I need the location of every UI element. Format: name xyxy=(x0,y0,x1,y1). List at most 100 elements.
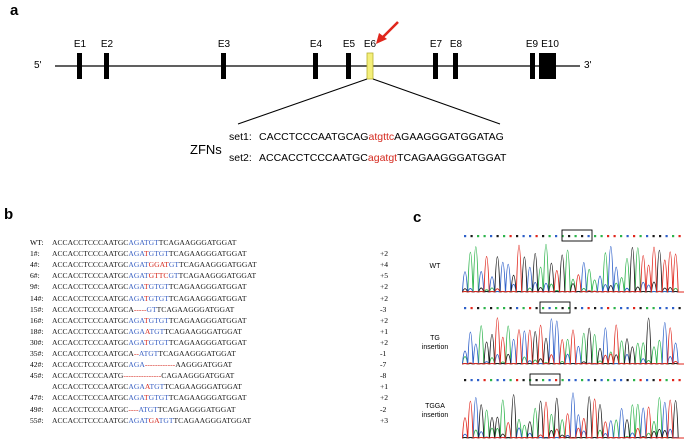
sequence-segment: TCAGAAGGGATGGAT xyxy=(156,304,235,314)
sequence-segment: GTGT xyxy=(148,282,169,292)
base-call-dot xyxy=(672,235,675,238)
panel-b-label: b xyxy=(4,206,14,223)
trace-tg-line1: TG xyxy=(430,335,440,342)
base-call-dot xyxy=(516,307,519,310)
target-arrow-head xyxy=(376,33,387,44)
alignment-row: 1#:ACCACCTCCCAATGCAGATGTGTTCAGAAGGGATGGA… xyxy=(30,249,247,259)
zfn-set2: set2:ACCACCTCCCAATGCagatgtTCAGAAGGGATGGA… xyxy=(229,152,506,164)
alignment-row: 18#:ACCACCTCCCAATGCAGAATGTTCAGAAGGGATGGA… xyxy=(30,327,242,337)
base-call-dot xyxy=(542,307,545,310)
trace-line-t xyxy=(462,244,684,293)
sequence-segment: GT xyxy=(146,304,157,314)
base-call-dot xyxy=(522,379,525,382)
set2-name: set2: xyxy=(229,152,252,164)
base-call-dot xyxy=(639,379,642,382)
base-call-dot xyxy=(639,307,642,310)
zfn-set1: set1:CACCTCCCAATGCAGatgttcAGAAGGGATGGATA… xyxy=(229,131,504,143)
sequence-segment: AGAT xyxy=(128,271,149,281)
alignment-row: 9#:ACCACCTCCCAATGCAGATGTGTTCAGAAGGGATGGA… xyxy=(30,282,247,292)
base-call-dot xyxy=(561,235,564,238)
base-call-dot xyxy=(464,235,467,238)
frameshift-value: +5 xyxy=(380,271,389,281)
base-call-dot xyxy=(678,235,681,238)
sequence-segment: T xyxy=(144,337,149,347)
base-call-dot xyxy=(496,235,499,238)
gene-structure-diagram xyxy=(55,21,580,125)
sequence-segment: ACCACCTCCCAATG xyxy=(52,371,124,381)
frameshift-value: +2 xyxy=(380,282,389,292)
clone-id: 45#: xyxy=(30,371,44,381)
base-call-dot xyxy=(600,379,603,382)
base-call-dot xyxy=(613,307,616,310)
base-call-dot xyxy=(600,235,603,238)
clone-id: 49#: xyxy=(30,404,44,414)
frameshift-value: +3 xyxy=(380,415,389,425)
base-call-dot xyxy=(633,379,636,382)
base-call-dot xyxy=(581,235,584,238)
frameshift-value: -7 xyxy=(380,360,387,370)
trace-line-c xyxy=(462,318,684,365)
base-call-dot xyxy=(587,379,590,382)
alignment-row: ACCACCTCCCAATGCAGAATGTTCAGAAGGGATGGAT xyxy=(30,382,242,392)
sequence-segment: AGA xyxy=(128,382,145,392)
base-call-dot xyxy=(496,379,499,382)
sequence-segment: TCAGAAGGGATGGAT xyxy=(168,293,247,303)
sequence-segment: TCAGAAGGGATGGAT xyxy=(158,349,236,358)
clone-id: 14#: xyxy=(30,293,44,303)
sequence-segment: -- xyxy=(133,349,139,358)
base-call-dot xyxy=(464,307,467,310)
sequence-segment: ACCACCTCCCAATGC xyxy=(52,337,129,347)
trace-tgga-line1: TGGA xyxy=(425,403,445,410)
base-call-dot xyxy=(503,379,506,382)
base-call-dot xyxy=(483,379,486,382)
base-call-dot xyxy=(516,379,519,382)
clone-id: 30#: xyxy=(30,337,44,347)
exon-label-e10: E10 xyxy=(541,39,559,50)
frameshift-value: -2 xyxy=(380,404,387,414)
alignment-row: 4#:ACCACCTCCCAATGCAGATGGATGTTCAGAAGGGATG… xyxy=(30,260,257,270)
base-call-dot xyxy=(509,379,512,382)
base-call-dot xyxy=(665,379,668,382)
base-call-dot xyxy=(522,235,525,238)
sequence-segment: AGA xyxy=(128,326,145,336)
sequence-segment: TCAGAAGGGATGGAT xyxy=(178,271,257,281)
alignment-row: 15#:ACCACCTCCCAATGCA-----GTTCAGAAGGGATGG… xyxy=(30,305,234,315)
exon-label-e5: E5 xyxy=(342,39,356,50)
alignment-row: 47#:ACCACCTCCCAATGCAGATGTGTTCAGAAGGGATGG… xyxy=(30,393,247,403)
base-call-dot xyxy=(607,235,610,238)
clone-id: 4#: xyxy=(30,260,40,270)
sequence-segment: AGA xyxy=(128,293,144,303)
sequence-segment: TCAGAAGGGATGGAT xyxy=(168,393,247,403)
sequence-segment: AGAT xyxy=(128,260,149,270)
sequence-segment: ACCACCTCCCAATGC xyxy=(52,360,129,370)
base-call-dot xyxy=(613,379,616,382)
base-call-dot xyxy=(639,235,642,238)
sequence-segment: ACCACCTCCCAATGC xyxy=(52,315,129,325)
sequence-segment: CAGAAGGGATGGAT xyxy=(161,371,235,381)
base-call-dot xyxy=(626,307,629,310)
base-call-dot xyxy=(535,235,538,238)
base-call-dot xyxy=(529,307,532,310)
exon-e2 xyxy=(104,53,109,79)
alignment-row: 42#:ACCACCTCCCAATGCAGA------------AAGGGA… xyxy=(30,360,232,370)
base-call-dot xyxy=(620,235,623,238)
base-call-dot xyxy=(503,235,506,238)
sequence-segment: AGAT xyxy=(128,415,149,425)
alignment-row: 14#:ACCACCTCCCAATGCAGATGTGTTCAGAAGGGATGG… xyxy=(30,294,247,304)
frameshift-value: -1 xyxy=(380,349,387,358)
base-call-dot xyxy=(613,235,616,238)
sequence-segment: T xyxy=(144,393,149,403)
base-call-dot xyxy=(594,379,597,382)
sequence-segment: AGA xyxy=(128,315,144,325)
sequence-segment: T xyxy=(144,282,149,292)
sequence-segment: GT xyxy=(168,260,179,270)
sequence-segment: ACCACCTCCCAATGC xyxy=(52,260,129,270)
base-call-dot xyxy=(561,379,564,382)
base-call-dot xyxy=(581,379,584,382)
trace-label-tgga: TGGA insertion xyxy=(410,402,460,420)
sequence-segment: GTGT xyxy=(148,249,169,259)
sequence-segment: TCAGAAGGGATGGAT xyxy=(168,249,247,259)
base-call-dot xyxy=(665,235,668,238)
set1-name: set1: xyxy=(229,131,252,143)
clone-id: WT: xyxy=(30,238,44,247)
